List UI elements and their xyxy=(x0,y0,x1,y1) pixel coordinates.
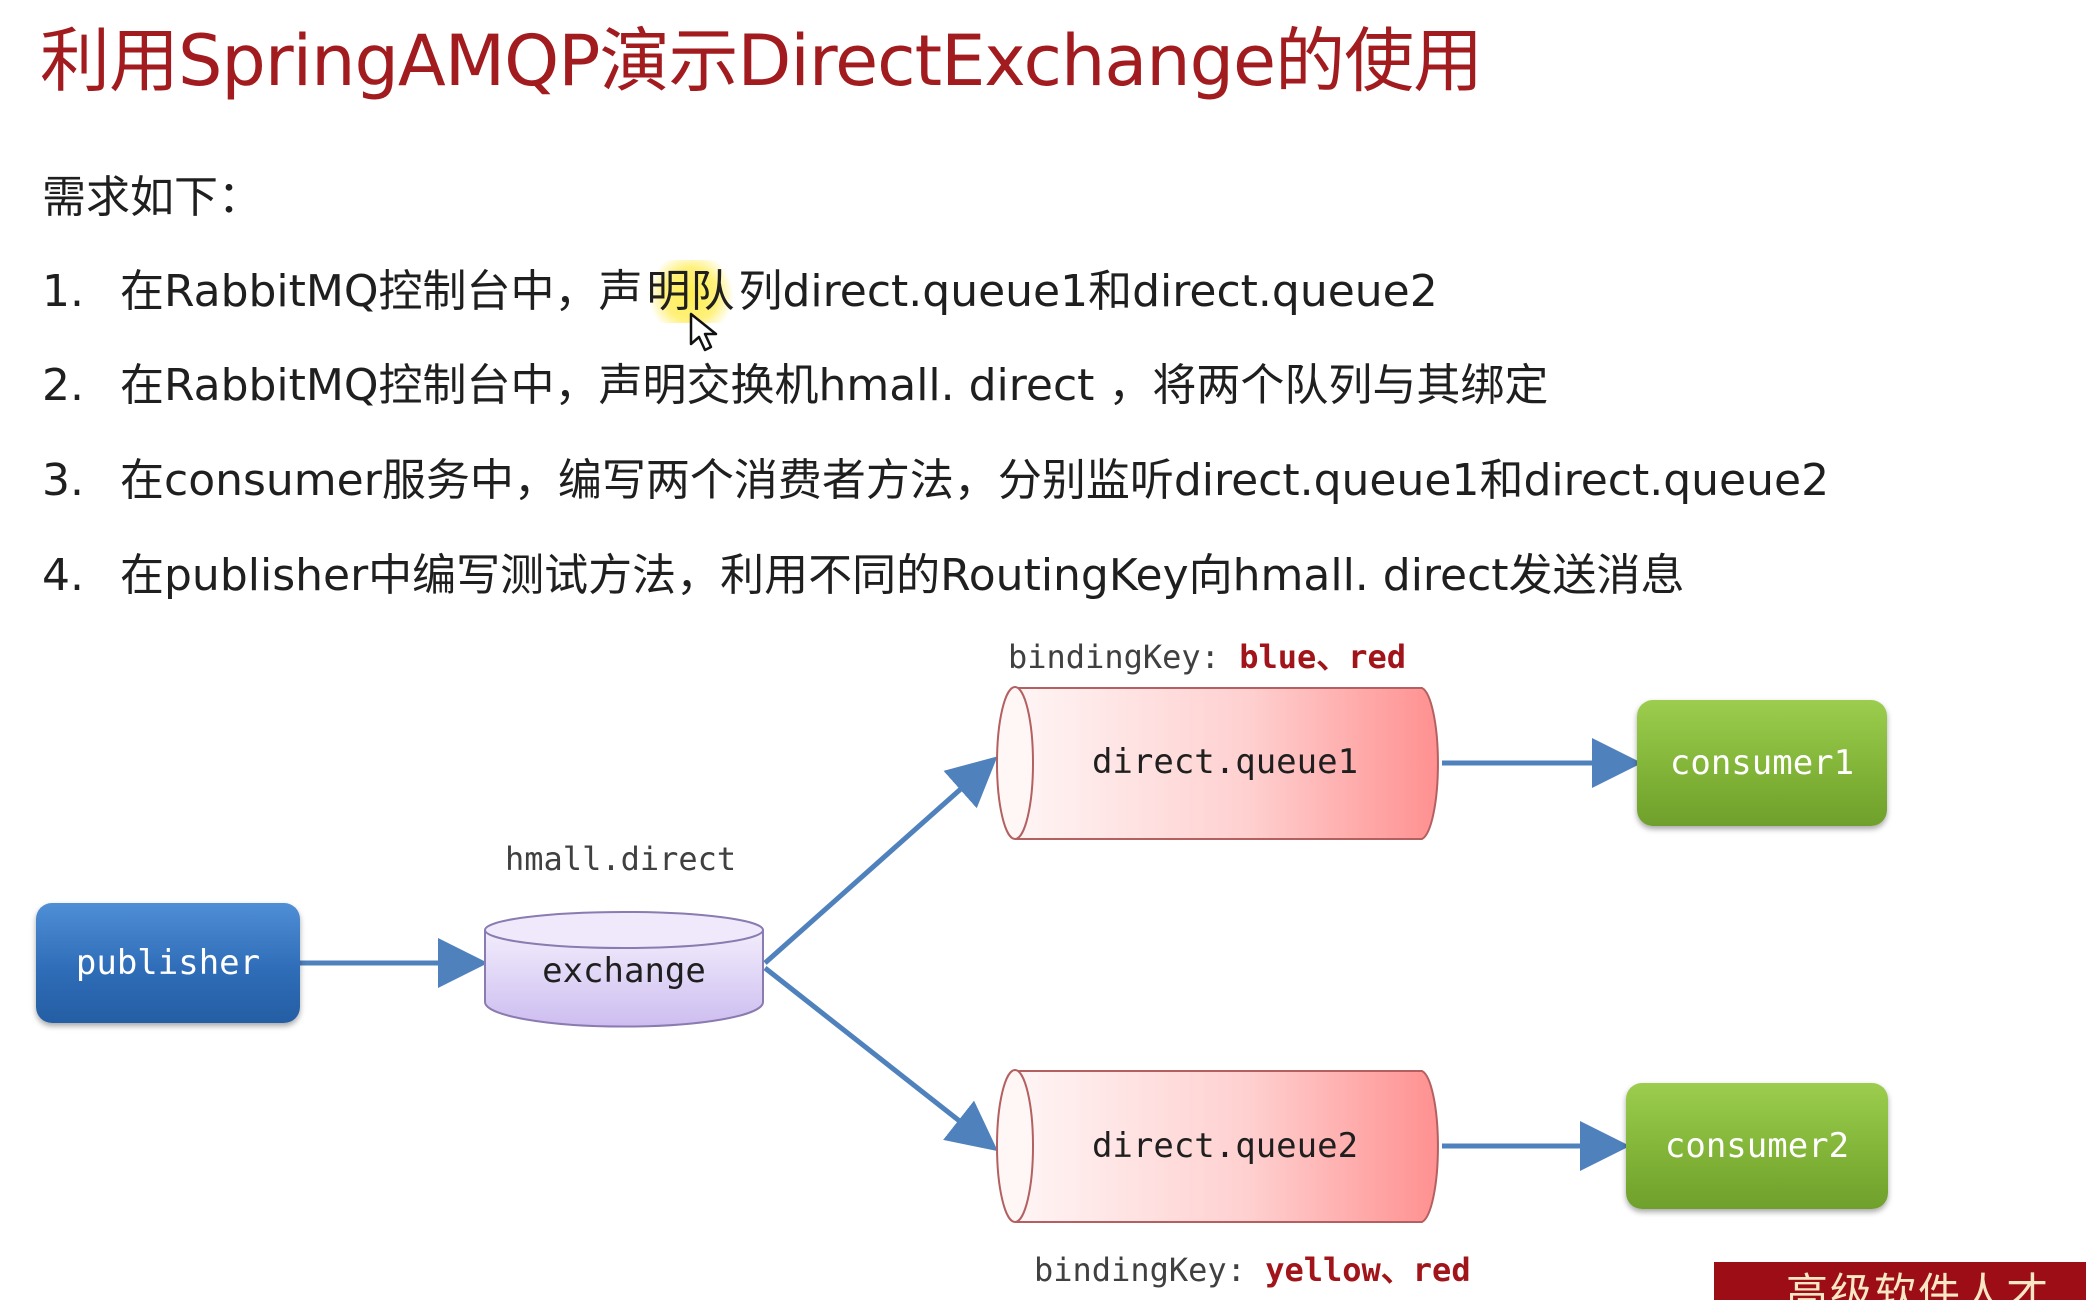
exchange-cylinder xyxy=(484,911,764,1028)
exchange-label: exchange xyxy=(542,951,706,991)
requirement-item-3: 3. 在consumer服务中，编写两个消费者方法，分别监听direct.queu… xyxy=(42,451,1829,511)
brand-badge: 高级软件人才 xyxy=(1714,1262,2086,1300)
binding-key-values: yellow、red xyxy=(1265,1251,1471,1289)
requirement-number: 1. xyxy=(42,266,84,317)
requirement-number: 3. xyxy=(42,455,84,506)
requirement-text: 在publisher中编写测试方法，利用不同的RoutingKey向hmall.… xyxy=(120,550,1685,601)
brand-badge-text: 高级软件人才 xyxy=(1786,1269,2051,1300)
binding-key-caption: bindingKey: xyxy=(1034,1251,1246,1289)
queue2-label: direct.queue2 xyxy=(1091,1126,1359,1166)
requirement-text-start: 在RabbitMQ控制台中，声 xyxy=(120,266,643,317)
requirement-text: 在consumer服务中，编写两个消费者方法，分别监听direct.queue1… xyxy=(120,455,1830,506)
binding-key-caption: bindingKey: xyxy=(1008,638,1220,676)
requirements-intro: 需求如下： xyxy=(42,172,262,223)
requirement-highlight: 明队 xyxy=(642,260,739,323)
requirement-item-2: 2. 在RabbitMQ控制台中，声明交换机hmall. direct ，将两个队… xyxy=(42,356,1548,416)
exchange-to-queue1-arrow xyxy=(763,756,998,965)
queue1-cylinder xyxy=(996,686,1439,840)
binding-key-label-1: bindingKey: blue、red xyxy=(1008,632,1406,678)
consumer1-node: consumer1 xyxy=(1637,700,1887,826)
exchange-name-label: hmall.direct xyxy=(505,840,737,878)
binding-key-values: blue、red xyxy=(1239,638,1407,676)
requirement-number: 2. xyxy=(42,360,84,411)
publisher-node: publisher xyxy=(36,903,300,1023)
consumer2-node: consumer2 xyxy=(1626,1083,1888,1209)
exchange-to-queue2-arrow xyxy=(763,966,998,1152)
mouse-pointer-icon xyxy=(689,312,718,352)
requirement-text: 在RabbitMQ控制台中，声明交换机hmall. direct ，将两个队列与… xyxy=(120,360,1549,411)
requirement-item-1: 1. 在RabbitMQ控制台中，声明队列direct.queue1和direct… xyxy=(42,260,1438,323)
requirement-number: 4. xyxy=(42,550,84,601)
requirement-text-end: 列direct.queue1和direct.queue2 xyxy=(738,266,1438,317)
binding-key-label-2: bindingKey: yellow、red xyxy=(1034,1245,1471,1291)
requirement-item-4: 4. 在publisher中编写测试方法，利用不同的RoutingKey向hmal… xyxy=(42,546,1685,606)
page-title: 利用SpringAMQP演示DirectExchange的使用 xyxy=(40,20,1483,102)
queue2-cylinder xyxy=(996,1069,1439,1223)
queue1-label: direct.queue1 xyxy=(1091,742,1359,782)
